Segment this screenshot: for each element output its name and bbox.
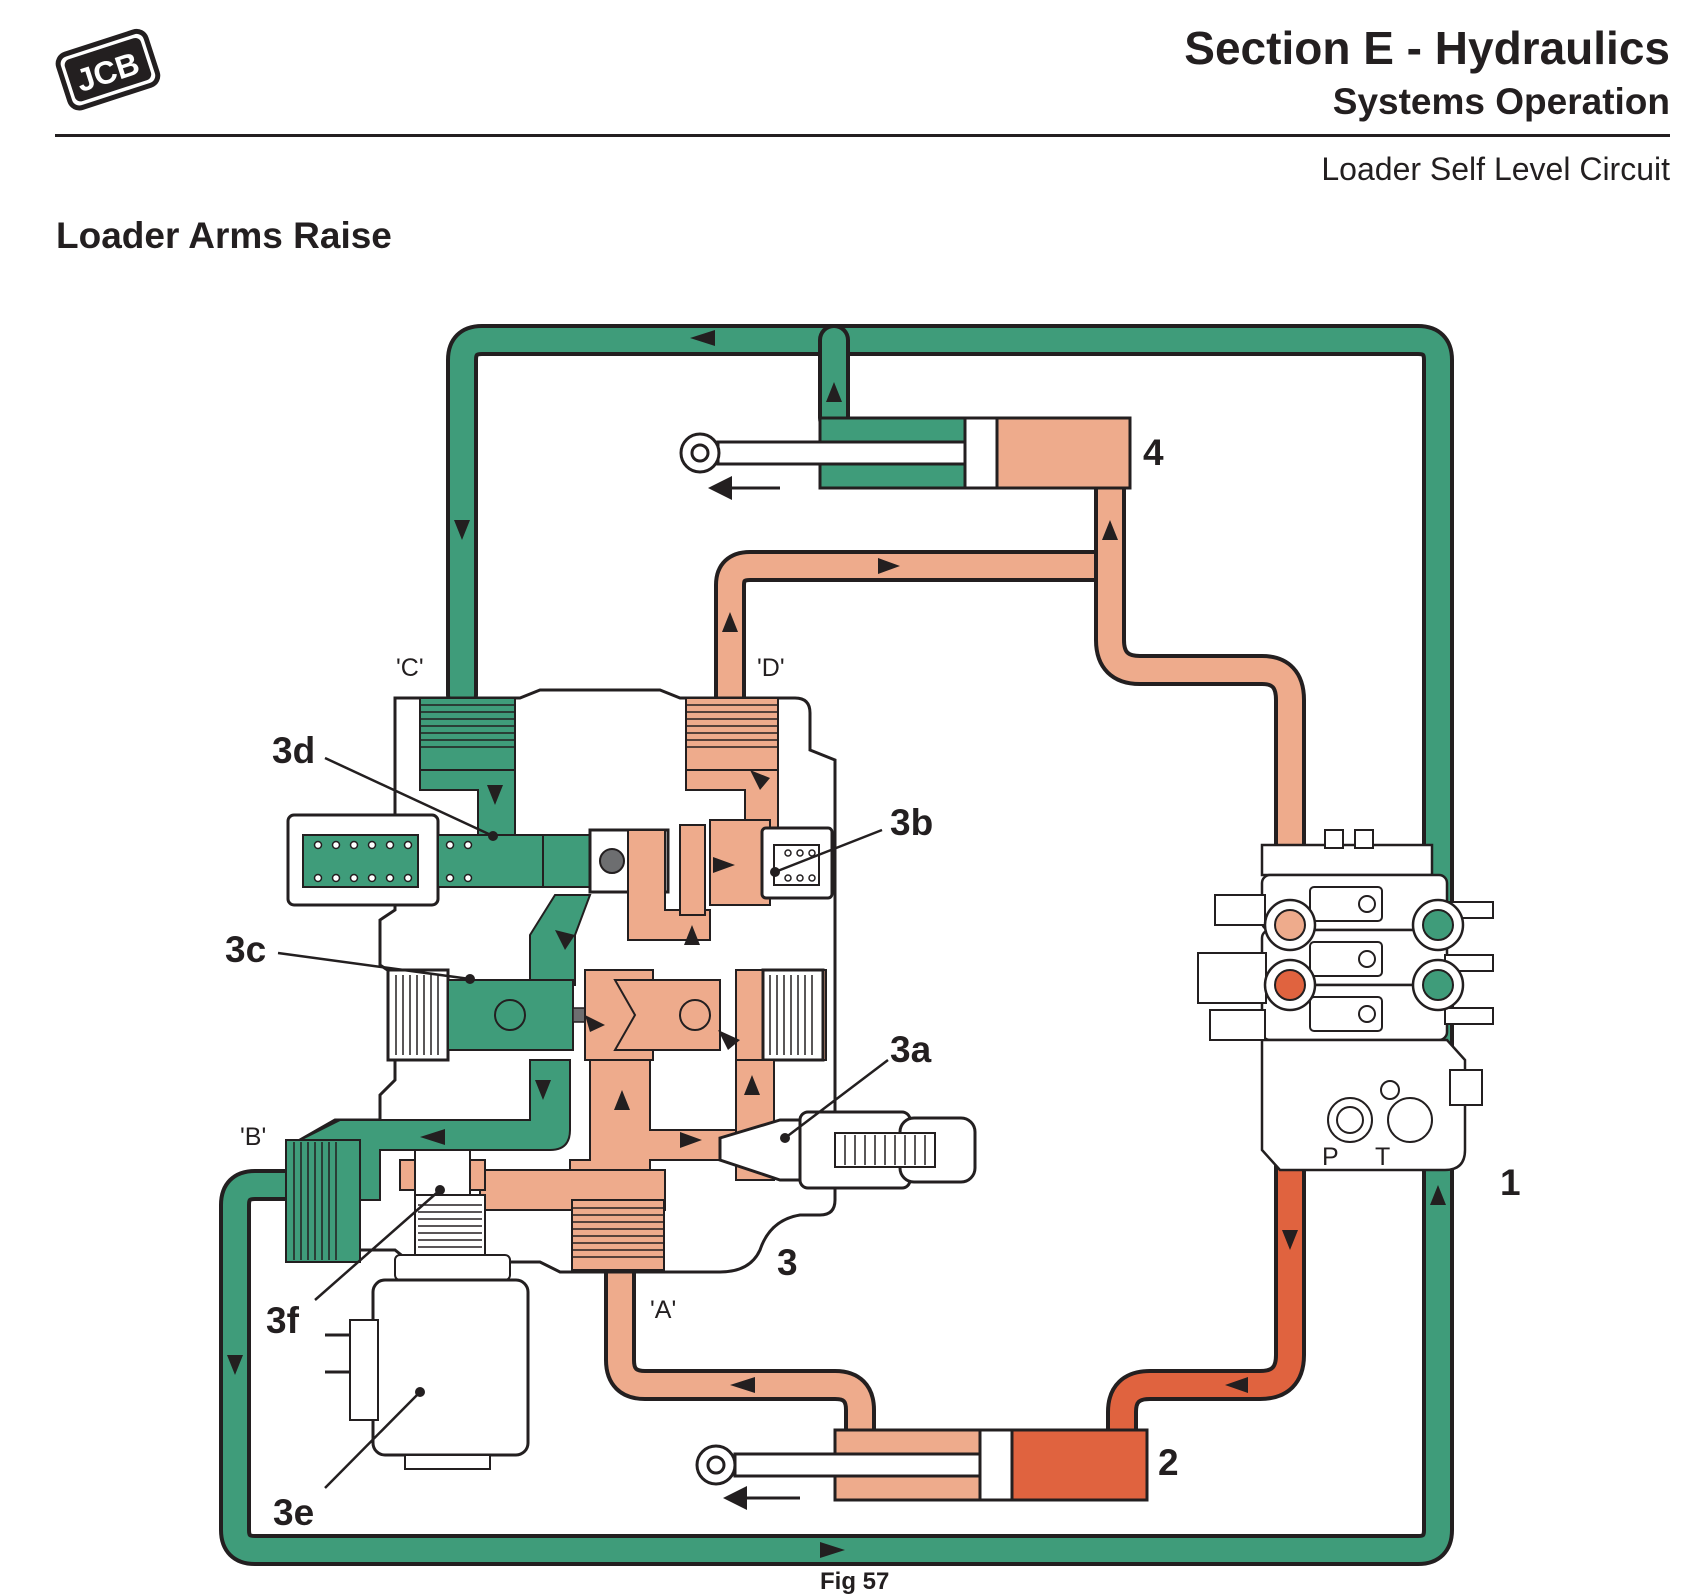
label-3b: 3b <box>890 802 933 843</box>
page-heading: Loader Arms Raise <box>56 215 392 256</box>
label-3a: 3a <box>890 1029 932 1070</box>
section-title: Section E - Hydraulics <box>1184 22 1670 74</box>
label-4: 4 <box>1143 432 1164 473</box>
label-3d: 3d <box>272 730 315 771</box>
valve-port-t: T <box>1375 1143 1390 1171</box>
leader-lines <box>277 756 889 1489</box>
label-3f: 3f <box>266 1300 300 1341</box>
port-label-c: 'C' <box>396 654 424 682</box>
port-label-d: 'D' <box>757 654 785 682</box>
port-label-a: 'A' <box>650 1296 676 1324</box>
return-line <box>219 324 1454 1566</box>
cylinder-4 <box>679 416 1132 500</box>
cylinder-2 <box>695 1428 1149 1510</box>
topic-title: Loader Self Level Circuit <box>1321 151 1670 187</box>
flow-arrows <box>227 330 1446 1558</box>
label-3e: 3e <box>273 1492 314 1533</box>
figure-caption: Fig 57 <box>820 1568 890 1595</box>
label-1: 1 <box>1500 1162 1521 1203</box>
label-2: 2 <box>1158 1442 1179 1483</box>
label-3: 3 <box>777 1242 798 1283</box>
port-label-b: 'B' <box>240 1123 266 1151</box>
header-rule <box>55 134 1670 137</box>
label-3c: 3c <box>225 929 266 970</box>
jcb-logo: JCB <box>55 28 161 111</box>
valve-port-p: P <box>1322 1143 1339 1171</box>
control-valve: P T <box>1197 829 1494 1172</box>
pressure-line-high <box>1106 969 1306 1446</box>
section-subtitle: Systems Operation <box>1332 81 1670 122</box>
self-level-valve-block <box>285 688 977 1470</box>
